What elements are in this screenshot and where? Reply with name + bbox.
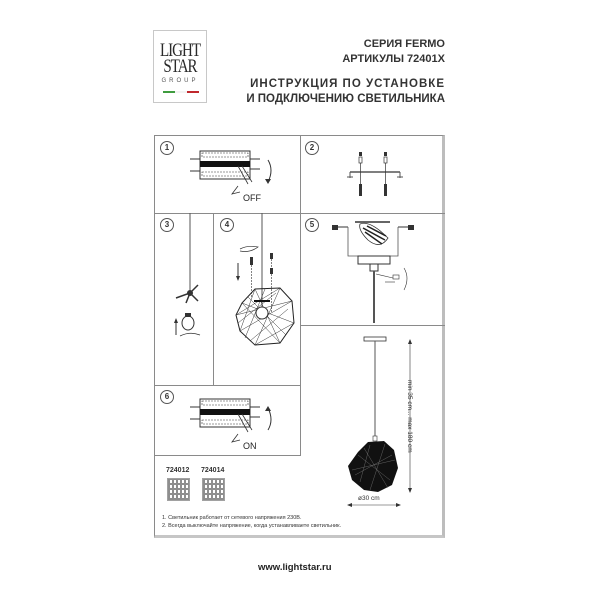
- document-title-line1: ИНСТРУКЦИЯ ПО УСТАНОВКЕ: [250, 78, 445, 90]
- divider-step5-bottom: [300, 325, 445, 326]
- step-6-on-label: ON: [243, 441, 257, 451]
- divider-step6-bottom: [154, 455, 301, 456]
- divider-step3-4: [213, 213, 214, 385]
- note-safety: 2. Всегда выключайте напряжение, когда у…: [162, 523, 342, 529]
- logo-text-star: STAR: [163, 56, 197, 77]
- series-name: СЕРИЯ FERMO: [363, 38, 445, 50]
- step-1-off-label: OFF: [243, 193, 261, 203]
- height-dimension-label: min 35 cm... max 180 cm: [406, 380, 413, 453]
- document-title-line2: И ПОДКЛЮЧЕНИЮ СВЕТИЛЬНИКА: [246, 93, 445, 105]
- canopy-wiring-icon: [332, 221, 414, 323]
- step-3-number: 3: [160, 218, 174, 232]
- website-link[interactable]: www.lightstar.ru: [258, 562, 332, 573]
- instruction-frame: [154, 135, 445, 538]
- note-voltage: 1. Светильник работает от сетевого напря…: [162, 515, 302, 521]
- italian-flag-stripe: [163, 91, 199, 93]
- divider-step6-top: [154, 385, 301, 386]
- step-2-number: 2: [305, 141, 319, 155]
- article-numbers: АРТИКУЛЫ 72401X: [342, 53, 445, 65]
- circuit-breaker-on-icon: [190, 398, 272, 443]
- logo-text-group: GROUP: [161, 78, 199, 84]
- qr-code-label-724012: 724012: [166, 467, 190, 474]
- divider-vertical-main: [300, 135, 301, 455]
- step-6-number: 6: [160, 390, 174, 404]
- divider-row1: [154, 213, 445, 214]
- circuit-breaker-off-icon: [190, 150, 272, 195]
- mounting-bracket-screws-icon: [347, 152, 403, 196]
- brand-logo: LIGHT STAR GROUP: [153, 30, 207, 103]
- logo-text-light: LIGHT: [160, 40, 201, 61]
- shade-attach-icon: [235, 213, 295, 346]
- diameter-dimension-label: ø30 cm: [358, 495, 380, 502]
- qr-code-icon[interactable]: [167, 478, 190, 501]
- socket-bulb-install-icon: [174, 213, 201, 337]
- step-4-number: 4: [220, 218, 234, 232]
- pendant-lamp-dimension-diagram: [347, 336, 412, 507]
- qr-code-label-724014: 724014: [201, 467, 225, 474]
- qr-code-icon[interactable]: [202, 478, 225, 501]
- step-5-number: 5: [305, 218, 319, 232]
- step-1-number: 1: [160, 141, 174, 155]
